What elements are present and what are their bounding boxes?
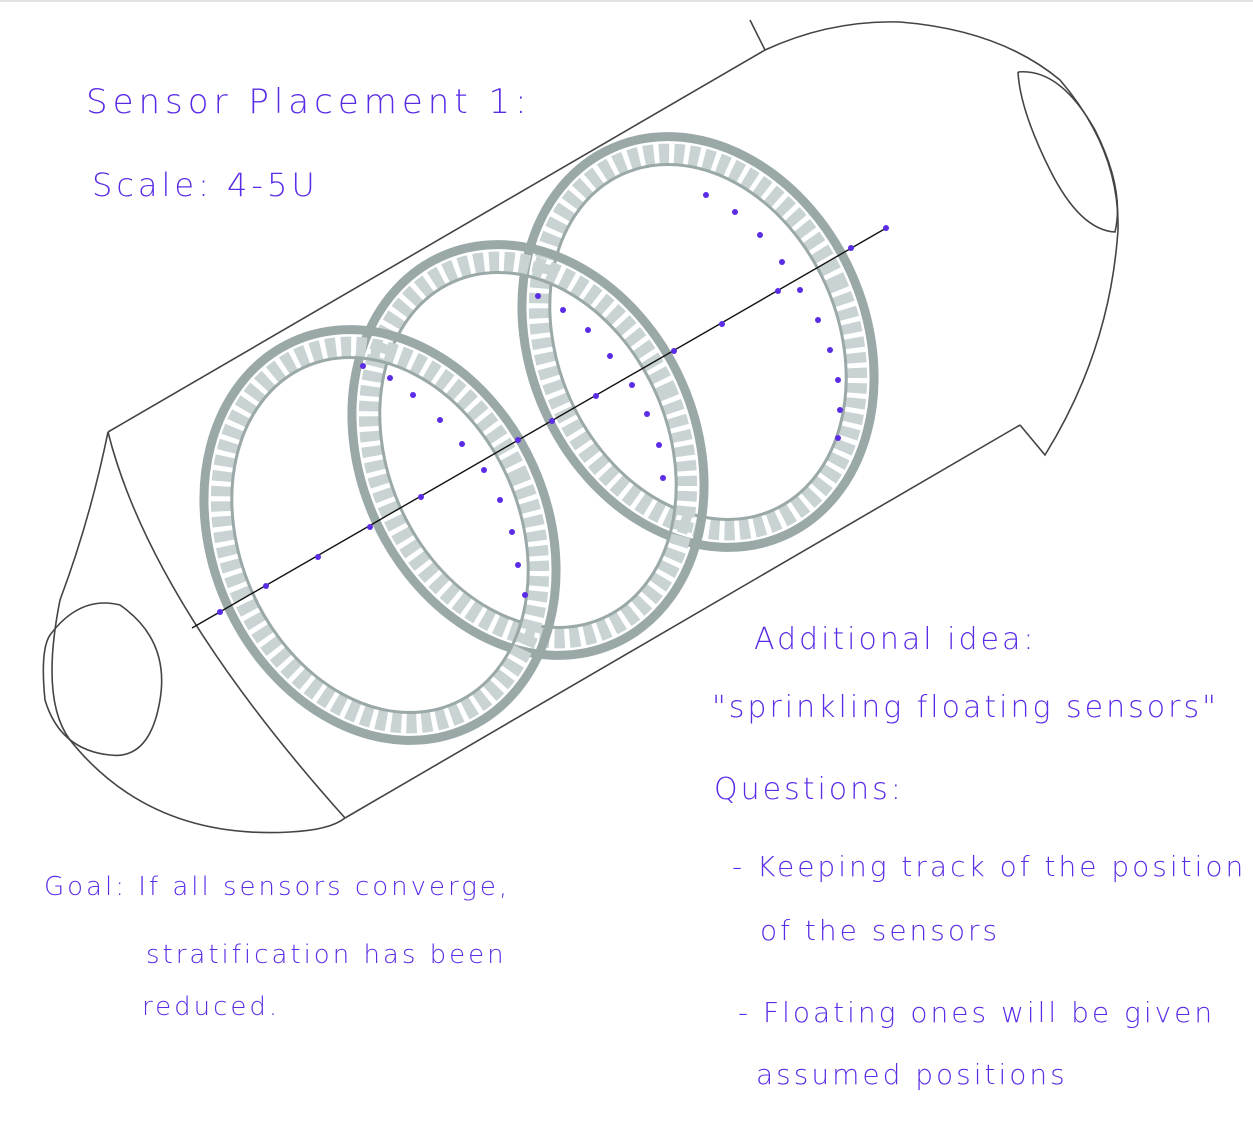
goal-line-1: Goal: If all sensors converge, <box>44 872 511 902</box>
right-cap-top <box>749 19 766 51</box>
sensor-placement-title: Sensor Placement 1: <box>86 82 532 122</box>
goal-line-2: stratification has been <box>146 940 507 970</box>
right-end-cap <box>764 21 1119 457</box>
scale-note: Scale: 4-5U <box>92 166 319 204</box>
ring-3 <box>517 132 879 552</box>
question-2-line-1: - Floating ones will be given <box>738 996 1216 1029</box>
question-1-line-1: - Keeping track of the position <box>732 850 1247 883</box>
ring-1 <box>199 325 561 745</box>
additional-idea-text: "sprinkling floating sensors" <box>712 690 1219 725</box>
window-top-border <box>0 0 1253 2</box>
sensor-dots <box>217 192 889 615</box>
tank-top-edge <box>107 49 766 433</box>
question-1-line-2: of the sensors <box>760 914 1001 947</box>
left-end-cap <box>51 431 346 834</box>
left-nozzle <box>42 602 163 757</box>
additional-idea-heading: Additional idea: <box>754 622 1037 657</box>
tank-outline <box>42 19 1119 834</box>
ring-2 <box>347 240 709 660</box>
rings <box>199 132 879 745</box>
tank-left-rim <box>107 431 346 819</box>
question-2-line-2: assumed positions <box>756 1058 1068 1091</box>
questions-heading: Questions: <box>714 772 904 807</box>
center-axis <box>191 226 889 629</box>
tank-bottom-edge <box>344 424 1021 819</box>
goal-line-3: reduced. <box>142 992 281 1022</box>
right-nozzle <box>1017 71 1119 233</box>
